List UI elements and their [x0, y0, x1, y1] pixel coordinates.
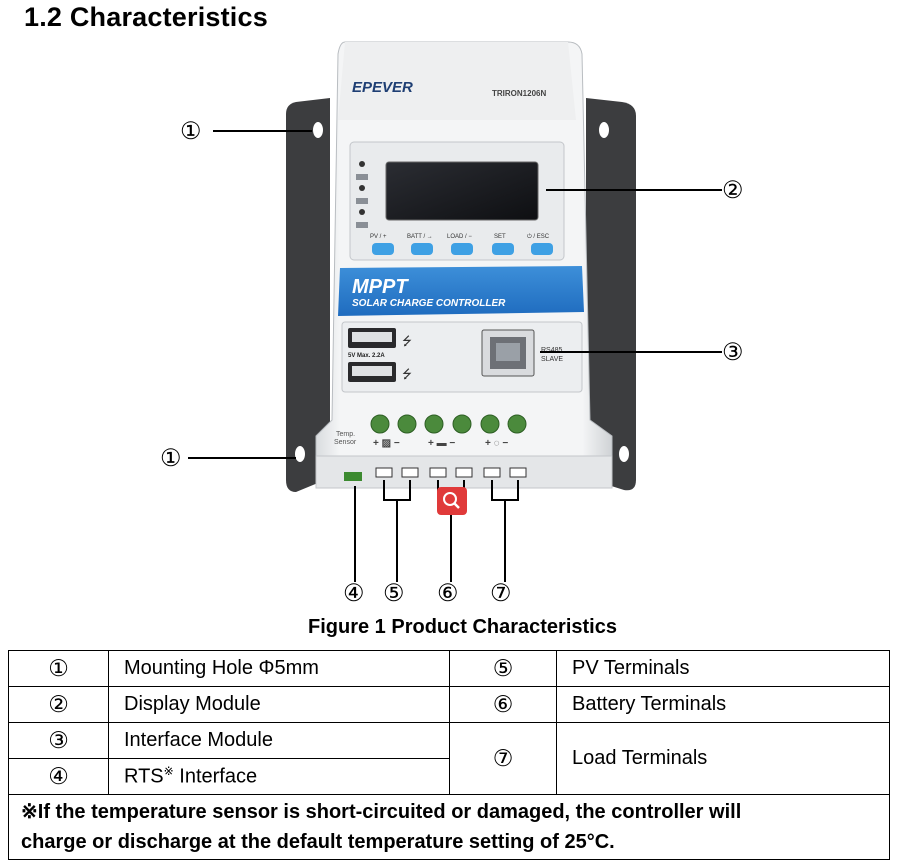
legend-number: ④ [8, 758, 109, 795]
svg-text:+ ▬ −: + ▬ − [428, 438, 455, 449]
table-row: ※If the temperature sensor is short-circ… [8, 794, 890, 860]
callout-lines [188, 130, 722, 582]
brand-logo: EPEVER [352, 79, 413, 96]
legend-label: PV Terminals [556, 650, 890, 687]
zoom-badge [437, 487, 467, 515]
legend-label: Display Module [108, 686, 450, 723]
mounting-bracket [286, 98, 636, 492]
svg-text:BATT / →: BATT / → [407, 234, 433, 240]
callout-1-bottom: ① [160, 444, 182, 472]
svg-text:PV / +: PV / + [370, 234, 387, 240]
legend-label: Mounting Hole Φ5mm [108, 650, 450, 687]
svg-text:MPPT: MPPT [352, 276, 409, 298]
table-row: ② Display Module ⑥ Battery Terminals [8, 686, 890, 723]
mounting-hole-top-left [313, 122, 323, 138]
svg-text:LOAD / −: LOAD / − [447, 234, 472, 240]
load-button [451, 243, 473, 255]
callout-2: ② [722, 176, 744, 204]
svg-text:+ ◌ −: + ◌ − [485, 438, 508, 449]
table-row: ① Mounting Hole Φ5mm ⑤ PV Terminals [8, 650, 890, 687]
controller-illustration: EPEVER TRIRON1206N PV / + BATT / → LOAD … [188, 41, 722, 582]
legend-number: ③ [8, 722, 109, 759]
terminal-screws [370, 414, 527, 434]
legend-label: Battery Terminals [556, 686, 890, 723]
callout-6: ⑥ [437, 579, 459, 607]
svg-text:5V Max. 2.2A: 5V Max. 2.2A [348, 353, 385, 359]
legend-label: Load Terminals [556, 722, 890, 795]
svg-text:+ ▨ −: + ▨ − [373, 438, 400, 449]
model-label: TRIRON1206N [492, 89, 546, 98]
lcd-screen [385, 161, 539, 221]
svg-text:Sensor: Sensor [334, 439, 357, 446]
callout-1-top: ① [180, 117, 202, 145]
callout-3: ③ [722, 338, 744, 366]
product-figure: EPEVER TRIRON1206N PV / + BATT / → LOAD … [160, 41, 744, 607]
callout-5: ⑤ [383, 579, 405, 607]
mounting-hole-bottom-right [619, 446, 629, 462]
svg-text:SET: SET [494, 234, 506, 240]
set-button [492, 243, 514, 255]
table-row: ④ RTS※ Interface [8, 758, 890, 795]
svg-text:RS485: RS485 [541, 347, 563, 354]
footnote-line-2: charge or discharge at the default tempe… [21, 831, 615, 853]
footnote-line-1: ※If the temperature sensor is short-circ… [21, 801, 742, 823]
legend-table: ① Mounting Hole Φ5mm ⑤ PV Terminals ② Di… [8, 650, 890, 860]
mppt-banner [338, 266, 584, 316]
rts-port [344, 472, 362, 481]
mounting-hole-bottom-left [295, 446, 305, 462]
pv-button [372, 243, 394, 255]
callout-7: ⑦ [490, 579, 512, 607]
footnote-mark: ※ [163, 764, 174, 779]
footnote: ※If the temperature sensor is short-circ… [8, 794, 890, 860]
legend-number: ⑦ [449, 722, 557, 795]
legend-number: ⑥ [449, 686, 557, 723]
legend-number: ① [8, 650, 109, 687]
table-row: ③ Interface Module ⑦ Load Terminals [8, 722, 890, 795]
svg-text:⭍: ⭍ [402, 367, 412, 381]
rts-text: RTS [124, 765, 164, 788]
svg-text:⭍: ⭍ [402, 334, 412, 348]
svg-text:Temp.: Temp. [336, 431, 355, 438]
svg-text:⏻ / ESC: ⏻ / ESC [527, 233, 550, 240]
legend-label: Interface Module [108, 722, 450, 759]
svg-text:SOLAR CHARGE CONTROLLER: SOLAR CHARGE CONTROLLER [352, 298, 506, 309]
callout-4: ④ [343, 579, 365, 607]
svg-text:SLAVE: SLAVE [541, 356, 563, 363]
batt-button [411, 243, 433, 255]
mounting-hole-top-right [599, 122, 609, 138]
legend-number: ② [8, 686, 109, 723]
legend-number: ⑤ [449, 650, 557, 687]
legend-label-rts: RTS※ Interface [108, 758, 450, 795]
figure-caption: Figure 1 Product Characteristics [308, 616, 617, 638]
interface-text: Interface [173, 765, 258, 788]
section-title: 1.2 Characteristics [24, 2, 268, 32]
esc-button [531, 243, 553, 255]
